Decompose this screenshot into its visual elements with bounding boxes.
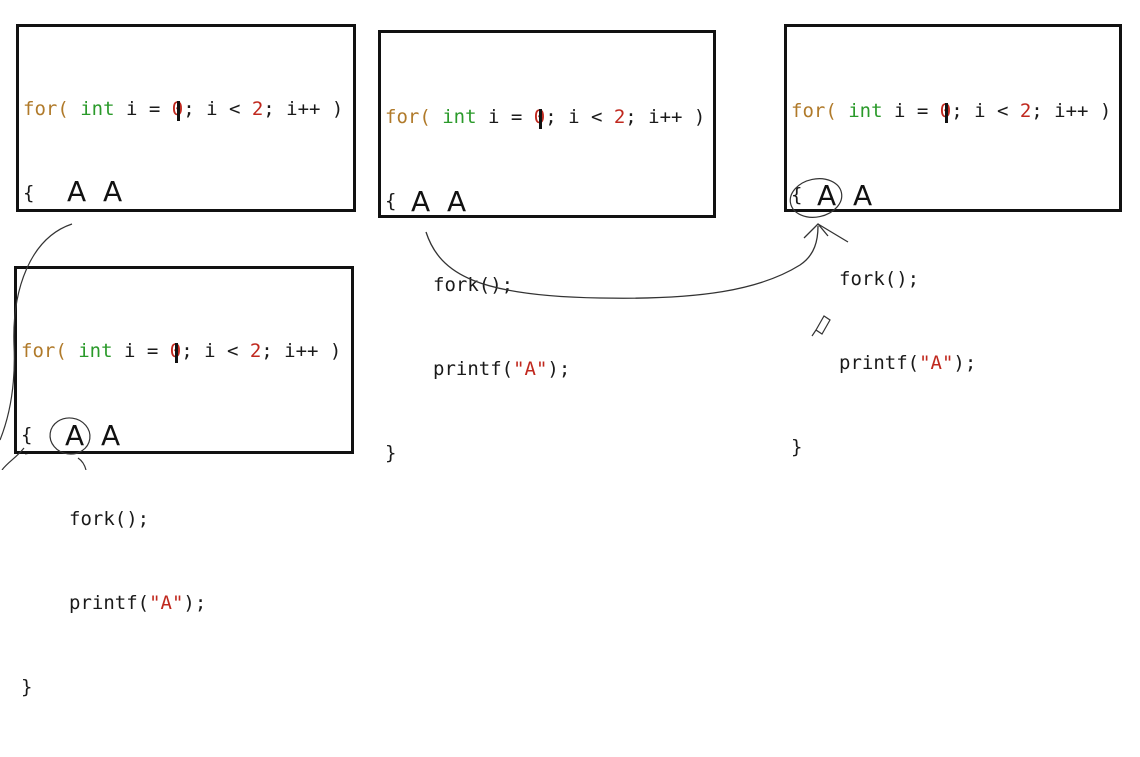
close-brace: } (791, 436, 803, 458)
for-line: for( int i = 0; i < 2; i++ ) (23, 95, 343, 123)
text-cursor (945, 103, 949, 123)
init-text: i = (882, 100, 940, 122)
cond-value: 2 (251, 98, 264, 120)
incr-text: ; i++ ) (1031, 100, 1112, 122)
fork-call: fork(); (839, 268, 920, 290)
cond-value: 2 (1019, 100, 1032, 122)
int-keyword: int (80, 98, 115, 120)
printf-line: printf("A"); (21, 589, 341, 617)
code-box-2: for( int i = 0; i < 2; i++ ) { fork(); p… (378, 30, 716, 464)
for-line: for( int i = 0; i < 2; i++ ) (791, 97, 1111, 125)
printf-func: printf( (839, 352, 920, 374)
open-brace: { (385, 190, 397, 212)
for-line: for( int i = 0; i < 2; i++ ) (385, 103, 705, 131)
incr-text: ; i++ ) (261, 340, 342, 362)
printf-string: "A" (513, 358, 548, 380)
output-text: A A (817, 179, 877, 212)
init-text: i = (476, 106, 534, 128)
code-box-1: for( int i = 0; i < 2; i++ ) { fork(); p… (16, 24, 356, 456)
output-text: A A (65, 419, 125, 452)
printf-func: printf( (433, 358, 514, 380)
int-keyword: int (442, 106, 477, 128)
for-line: for( int i = 0; i < 2; i++ ) (21, 337, 341, 365)
printf-close: ); (183, 592, 207, 614)
init-text: i = (114, 98, 172, 120)
incr-text: ; i++ ) (625, 106, 706, 128)
init-text: i = (112, 340, 170, 362)
text-cursor (539, 109, 543, 129)
close-brace: } (21, 676, 33, 698)
for-keyword: for( (21, 340, 67, 362)
cond-text: ; i < (181, 340, 250, 362)
code-snippet: for( int i = 0; i < 2; i++ ) { fork(); p… (21, 281, 341, 757)
text-cursor (175, 343, 179, 363)
printf-close: ); (953, 352, 977, 374)
cond-text: ; i < (951, 100, 1020, 122)
printf-line: printf("A"); (791, 349, 1111, 377)
printf-close: ); (547, 358, 571, 380)
text-cursor (177, 101, 181, 121)
cond-value: 2 (249, 340, 262, 362)
fork-call: fork(); (69, 508, 150, 530)
cond-text: ; i < (545, 106, 614, 128)
printf-line: printf("A"); (385, 355, 705, 383)
printf-string: "A" (919, 352, 954, 374)
close-brace: } (385, 442, 397, 464)
cond-text: ; i < (183, 98, 252, 120)
code-box-4: for( int i = 0; i < 2; i++ ) { fork(); p… (14, 266, 354, 698)
cond-value: 2 (613, 106, 626, 128)
for-keyword: for( (23, 98, 69, 120)
code-snippet: for( int i = 0; i < 2; i++ ) { fork(); p… (791, 41, 1111, 517)
for-keyword: for( (791, 100, 837, 122)
printf-string: "A" (149, 592, 184, 614)
for-keyword: for( (385, 106, 431, 128)
output-text: A A (411, 185, 471, 218)
printf-func: printf( (69, 592, 150, 614)
incr-text: ; i++ ) (263, 98, 344, 120)
code-box-3: for( int i = 0; i < 2; i++ ) { fork(); p… (784, 24, 1122, 458)
code-snippet: for( int i = 0; i < 2; i++ ) { fork(); p… (385, 47, 705, 523)
output-text: A A (67, 175, 127, 208)
open-brace: { (23, 182, 35, 204)
fork-call: fork(); (433, 274, 514, 296)
int-keyword: int (78, 340, 113, 362)
int-keyword: int (848, 100, 883, 122)
